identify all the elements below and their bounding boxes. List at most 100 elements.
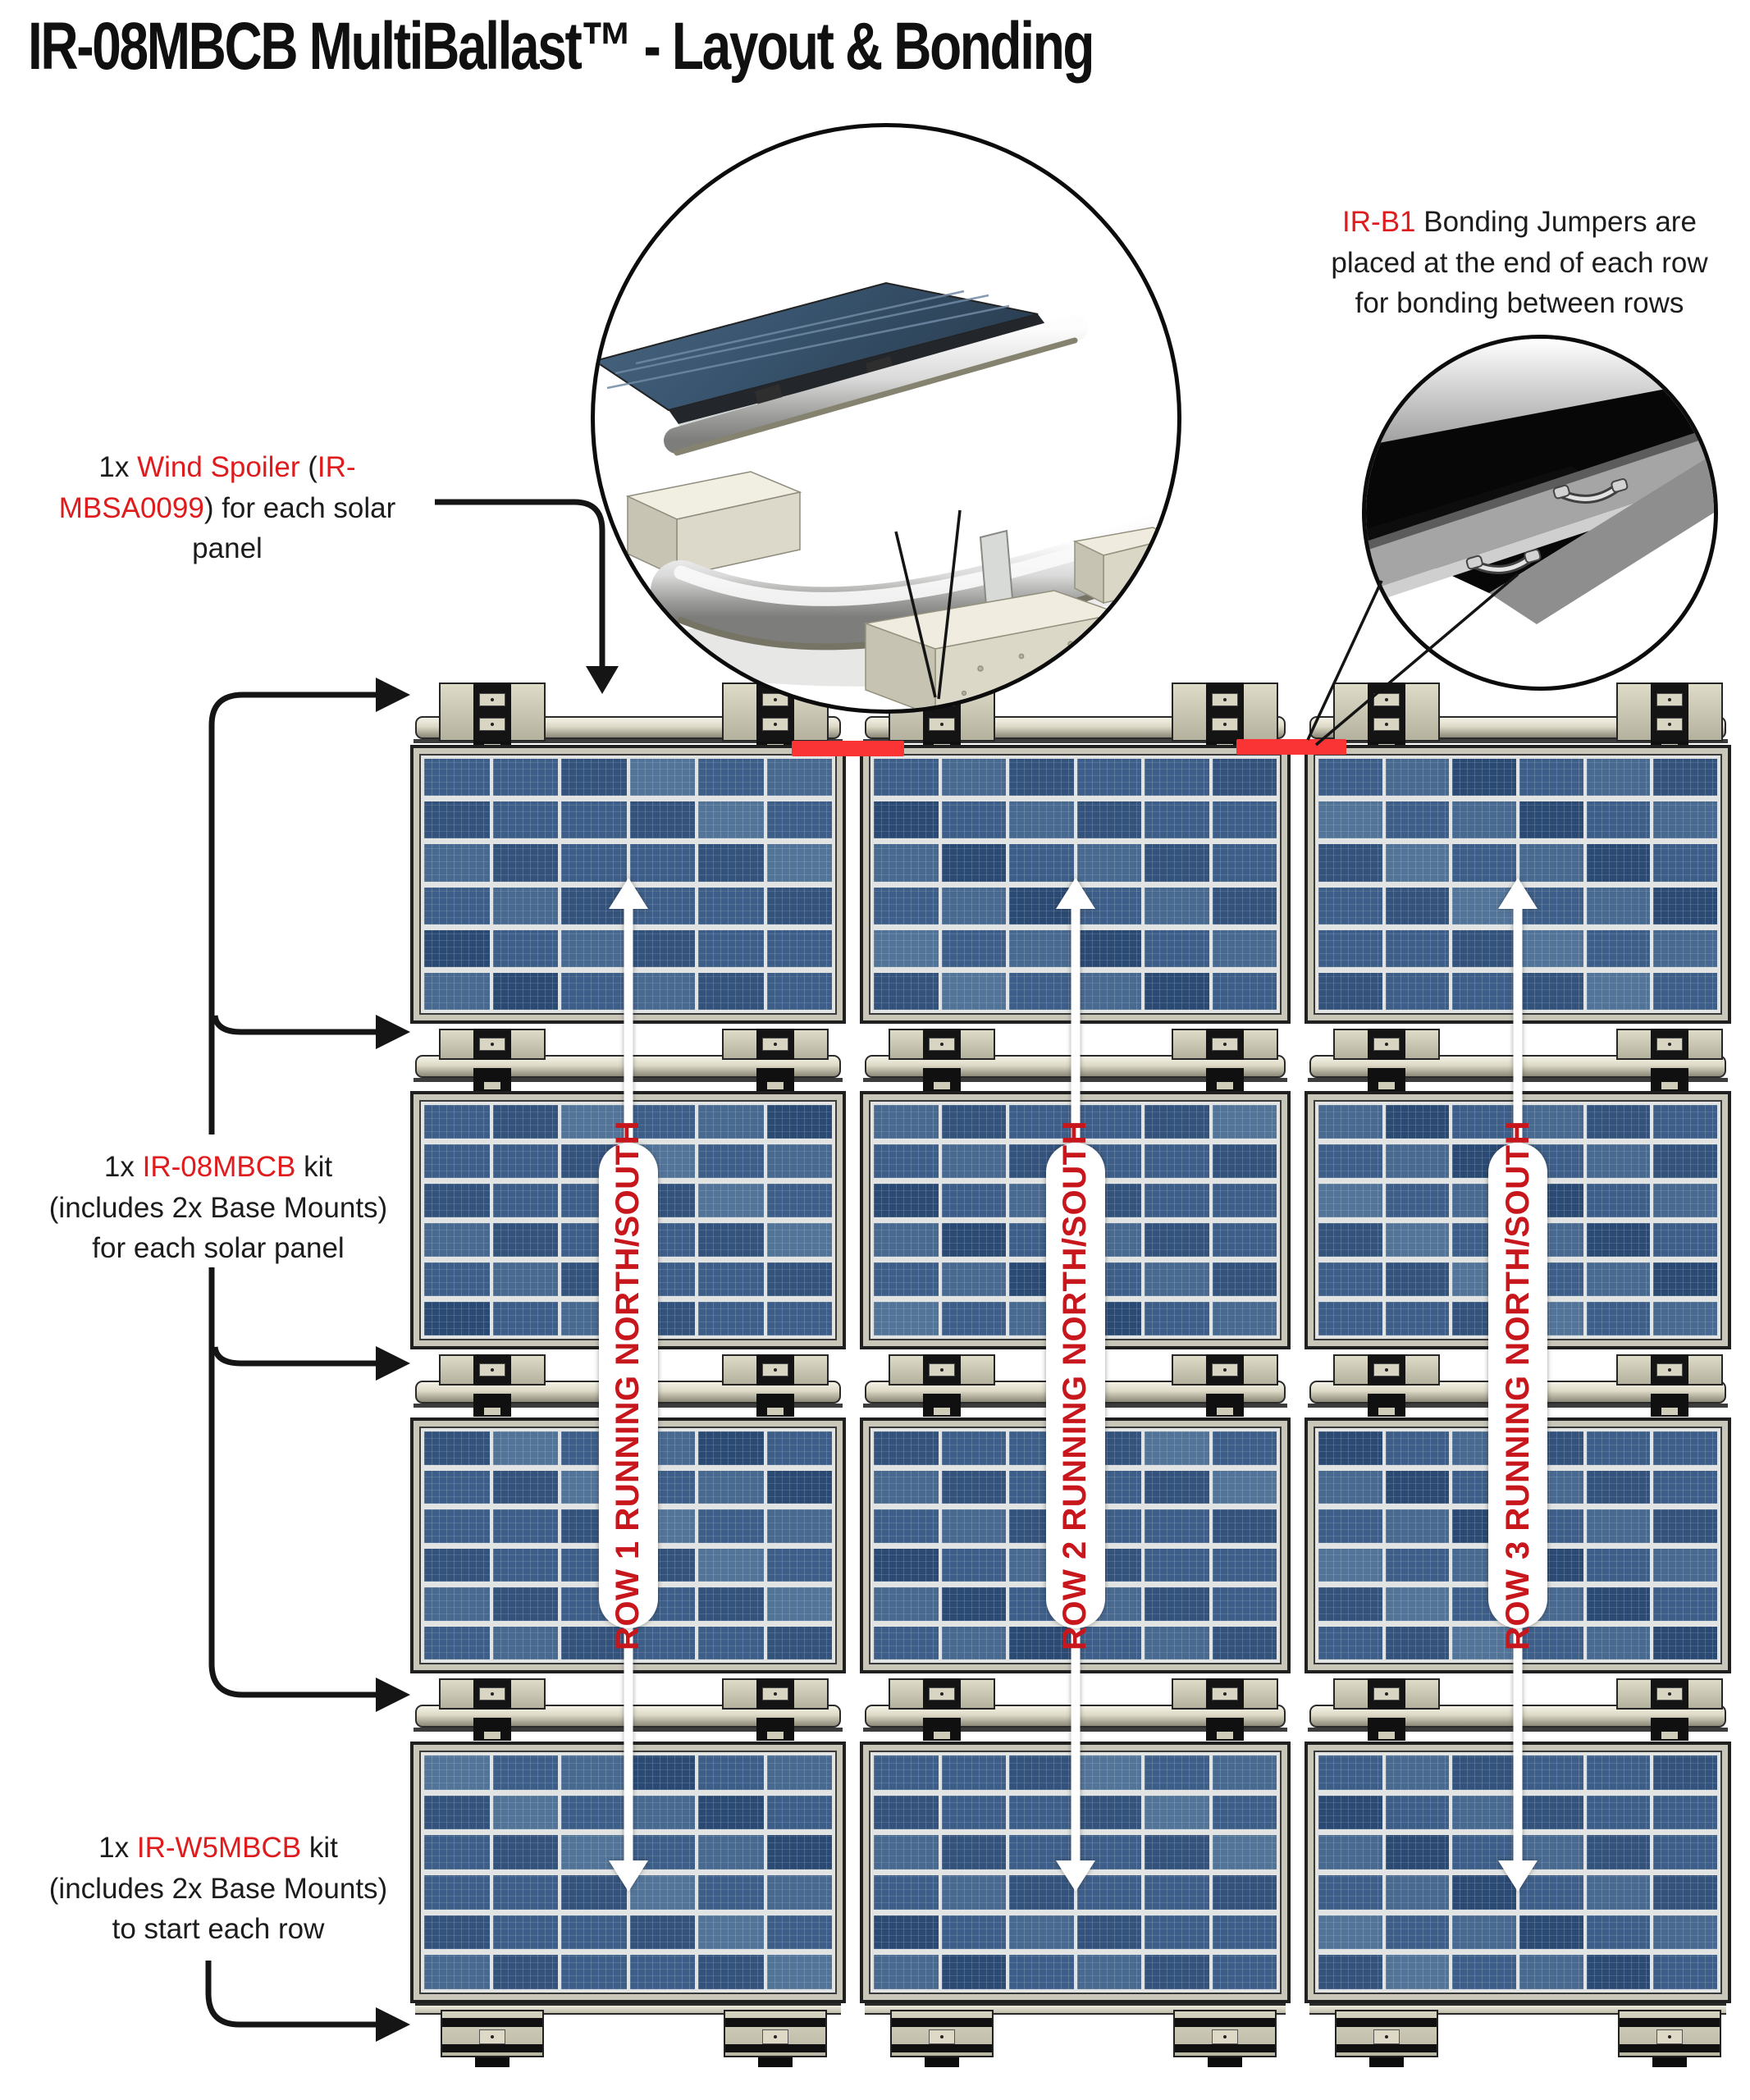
solar-cell [766, 1548, 832, 1582]
row-label-capsule: ROW 1 RUNNING NORTH/SOUTH [598, 1121, 658, 1650]
solar-cell [1519, 972, 1583, 1010]
solar-cell [874, 1915, 939, 1950]
clamp-plate [929, 717, 955, 731]
mount-band [1620, 2044, 1720, 2052]
rail-clamp [473, 1354, 511, 1386]
solar-cell [1318, 1509, 1382, 1543]
solar-cell [1212, 1587, 1277, 1621]
solar-cell [941, 929, 1006, 967]
solar-cell [874, 1509, 939, 1543]
bonding-jumper-mark [1236, 739, 1346, 755]
clamp-plate [479, 717, 505, 731]
part-number: MBSA0099 [58, 491, 204, 524]
part-number: Wind Spoiler [137, 451, 308, 483]
solar-cell [698, 1302, 764, 1335]
rail-clamp [923, 1029, 961, 1060]
solar-cell [1212, 929, 1277, 967]
foot-plate [767, 1732, 784, 1739]
mount-band [725, 2018, 825, 2027]
rail-clamp [1368, 1678, 1405, 1710]
solar-cell [1318, 1548, 1382, 1582]
arrowhead-up [1055, 878, 1095, 909]
solar-cell [492, 1144, 558, 1178]
ballast-block [1616, 1029, 1723, 1060]
solar-cell [1318, 1835, 1382, 1869]
ballast-block [439, 1678, 546, 1710]
ballast-mount-render [595, 281, 1177, 710]
mount-band [1336, 2044, 1437, 2052]
part-number: IR-B1 [1342, 206, 1416, 238]
rail-clamp-foot [1368, 1394, 1405, 1417]
solar-cell [424, 929, 490, 967]
base-mount [441, 2010, 544, 2067]
solar-cell [698, 1144, 764, 1178]
part-number: IR-08MBCB [142, 1151, 296, 1183]
rail-clamp [1206, 1678, 1244, 1710]
solar-cell [1076, 1105, 1141, 1139]
clamp-plate [479, 1038, 505, 1051]
north-south-arrow [608, 878, 648, 1892]
solar-cell [1452, 1105, 1516, 1139]
solar-cell [1586, 1509, 1651, 1543]
solar-cell [1586, 1548, 1651, 1582]
solar-cell [492, 1302, 558, 1335]
solar-cell [1145, 1587, 1209, 1621]
solar-cell [424, 1470, 490, 1504]
solar-cell [1519, 1626, 1583, 1659]
solar-cell [424, 1915, 490, 1950]
mount-band [892, 2018, 992, 2027]
rail-clamp-foot [923, 1718, 961, 1741]
ballast-block [1616, 1354, 1723, 1386]
solar-cell [492, 1431, 558, 1465]
solar-cell [874, 1626, 939, 1659]
solar-cell [766, 1105, 832, 1139]
callout-ballast-detail [591, 123, 1181, 714]
solar-cell [1653, 844, 1717, 882]
solar-cell [1009, 1955, 1074, 1989]
rail-clamp-foot [1206, 1394, 1244, 1417]
solar-cell [1653, 972, 1717, 1010]
clamp-plate [762, 693, 788, 707]
solar-cell [492, 1875, 558, 1910]
mount-band [442, 2044, 542, 2052]
foot-plate [1661, 1408, 1678, 1415]
solar-cell [1385, 1915, 1450, 1950]
solar-cell [1653, 1262, 1717, 1296]
mount-plate [1373, 2029, 1400, 2044]
solar-cell [1586, 1955, 1651, 1989]
rail-clamp [473, 682, 511, 742]
solar-cell [1318, 887, 1382, 924]
annotation-line: placed at the end of each row [1331, 246, 1708, 279]
solar-cell [1385, 1955, 1450, 1989]
solar-cell [492, 1470, 558, 1504]
rail-clamp-foot [756, 1068, 794, 1091]
annotation-line: (includes 2x Base Mounts) [48, 1872, 388, 1905]
solar-cell [766, 1835, 832, 1869]
solar-cell [561, 759, 627, 797]
arrowhead-rail-bottom [376, 2007, 410, 2042]
solar-cell [1452, 929, 1516, 967]
solar-cell [561, 972, 627, 1010]
solar-cell [698, 1915, 764, 1950]
solar-cell [492, 1755, 558, 1790]
solar-cell [1519, 1955, 1583, 1989]
solar-cell [766, 1626, 832, 1659]
solar-cell [1452, 801, 1516, 839]
solar-cell [766, 1915, 832, 1950]
solar-cell [424, 972, 490, 1010]
solar-cell [1452, 759, 1516, 797]
solar-cell [1385, 1587, 1450, 1621]
solar-cell [1586, 1835, 1651, 1869]
solar-cell [1452, 1875, 1516, 1910]
solar-cell [1586, 1262, 1651, 1296]
ballast-block [1333, 1354, 1440, 1386]
solar-cell [1385, 972, 1450, 1010]
arrowhead-down [608, 1860, 648, 1892]
solar-cell [629, 929, 695, 967]
solar-cell [1009, 844, 1074, 882]
solar-cell [1318, 1795, 1382, 1830]
mount-plate [1212, 2029, 1238, 2044]
solar-cell [424, 1587, 490, 1621]
